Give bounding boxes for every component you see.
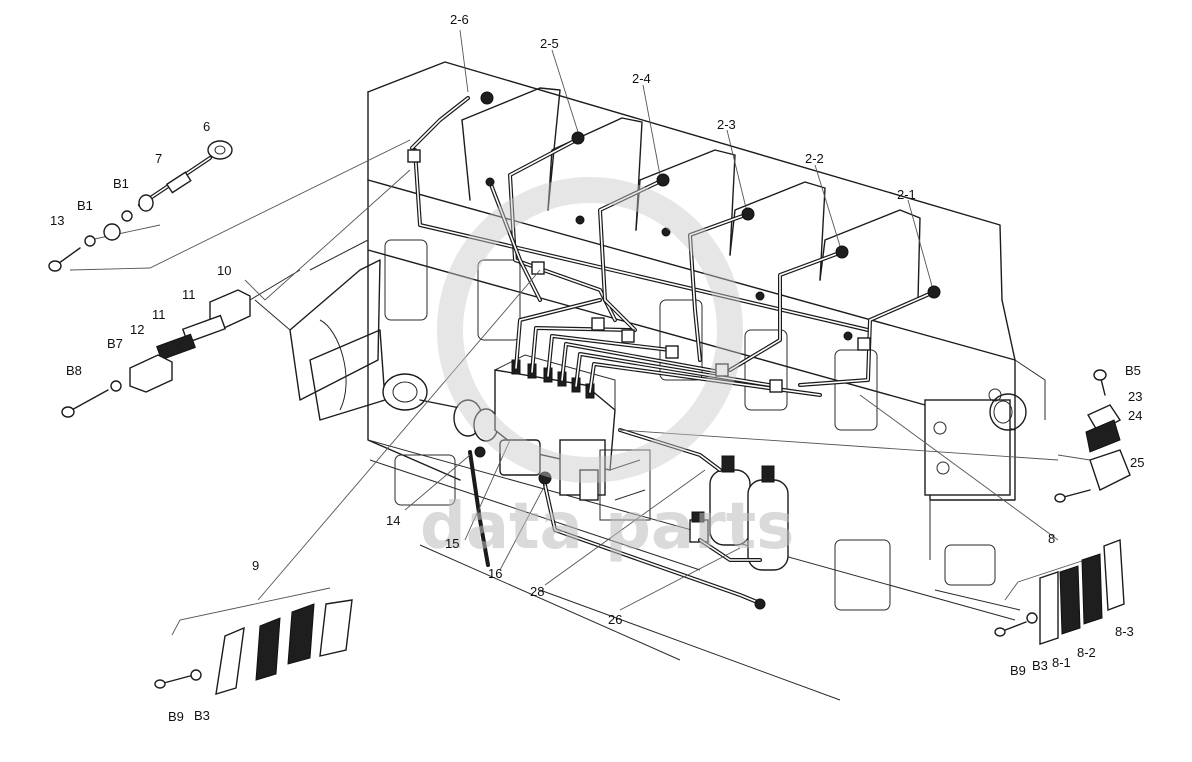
label-b8: B8 (66, 363, 82, 378)
label-b9-a: B9 (168, 709, 184, 724)
label-28: 28 (530, 584, 544, 599)
label-7: 7 (155, 151, 162, 166)
label-11-b: 11 (152, 307, 166, 322)
fuel-filter-icon (599, 449, 789, 571)
label-2-4: 2-4 (632, 71, 651, 86)
label-2-2: 2-2 (805, 151, 824, 166)
clamp-set-9-icon (154, 599, 353, 695)
fuel-lines-icon (468, 428, 766, 610)
label-8-2: 8-2 (1077, 645, 1096, 660)
label-2-6: 2-6 (450, 12, 469, 27)
label-b9-b: B9 (1010, 663, 1026, 678)
watermark-text: data parts (420, 490, 794, 564)
label-8-3: 8-3 (1115, 624, 1134, 639)
label-23: 23 (1128, 389, 1142, 404)
label-16: 16 (488, 566, 502, 581)
label-2-5: 2-5 (540, 36, 559, 51)
watermark: data parts (420, 177, 794, 564)
leader-lines (69, 29, 1101, 636)
label-11-a: 11 (182, 287, 196, 302)
label-15: 15 (445, 536, 459, 551)
label-2-1: 2-1 (897, 187, 916, 202)
engine-block-icon (249, 61, 1046, 701)
label-9: 9 (252, 558, 259, 573)
label-14: 14 (386, 513, 400, 528)
linkage-rod-icon (48, 140, 233, 272)
label-8: 8 (1048, 531, 1055, 546)
label-6: 6 (203, 119, 210, 134)
label-b3-b: B3 (1032, 658, 1048, 673)
label-b5: B5 (1125, 363, 1141, 378)
clamp-set-8-icon (994, 539, 1125, 645)
injector-pipes-icon (407, 91, 941, 397)
pump-drive-shaft-icon (309, 329, 499, 442)
label-8-1: 8-1 (1052, 655, 1071, 670)
label-b1-a: B1 (113, 176, 129, 191)
bracket-parts-icon (61, 289, 251, 418)
label-b1-b: B1 (77, 198, 93, 213)
callout-labels: 2-6 2-5 2-4 2-3 2-2 2-1 6 7 B1 B1 13 10 … (50, 12, 1144, 724)
label-b3-a: B3 (194, 708, 210, 723)
clamp-set-23-25-icon (1054, 369, 1131, 503)
label-12: 12 (130, 322, 144, 337)
label-2-3: 2-3 (717, 117, 736, 132)
label-10: 10 (217, 263, 231, 278)
label-b7: B7 (107, 336, 123, 351)
label-25: 25 (1130, 455, 1144, 470)
label-26: 26 (608, 612, 622, 627)
label-24: 24 (1128, 408, 1142, 423)
label-13: 13 (50, 213, 64, 228)
